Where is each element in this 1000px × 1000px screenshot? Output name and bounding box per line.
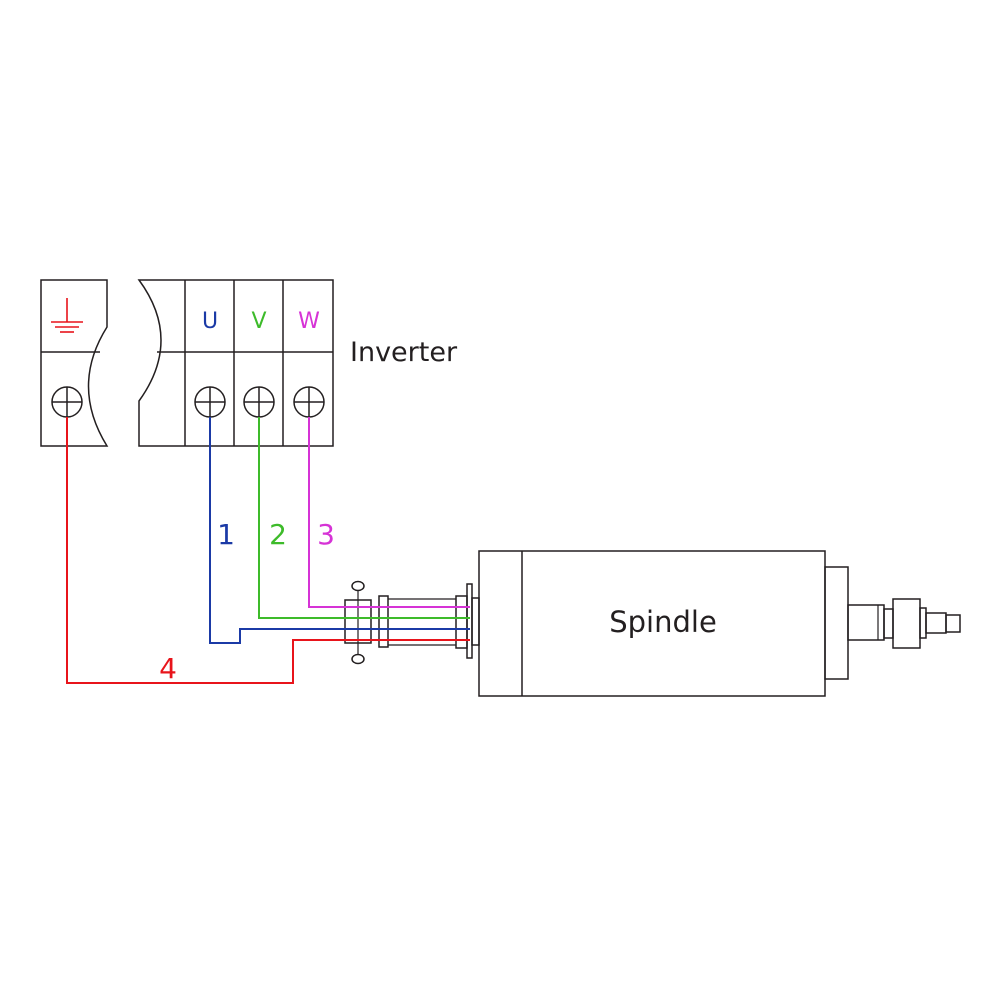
spindle-body [478,550,961,697]
wire-label-1: 1 [217,518,235,551]
w-screw-icon [293,386,325,418]
wire-v [258,417,470,619]
spindle-label: Spindle [609,605,717,639]
ground-screw-icon [51,386,83,418]
terminal-label-v: V [251,309,266,334]
inverter-label: Inverter [350,337,458,368]
terminal-label-w: W [298,309,320,334]
inverter-terminal-block: U V W [137,279,334,447]
wire-label-3: 3 [317,518,335,551]
cable-connector [344,580,480,665]
wire-label-2: 2 [269,518,287,551]
terminal-label-u: U [202,309,218,334]
ground-terminal-block [40,279,109,447]
wire-u [209,417,470,644]
u-screw-icon [194,386,226,418]
v-screw-icon [243,386,275,418]
wire-w [308,417,470,608]
ground-icon [51,298,83,333]
wire-ground [66,417,470,684]
wire-label-4: 4 [159,652,177,685]
